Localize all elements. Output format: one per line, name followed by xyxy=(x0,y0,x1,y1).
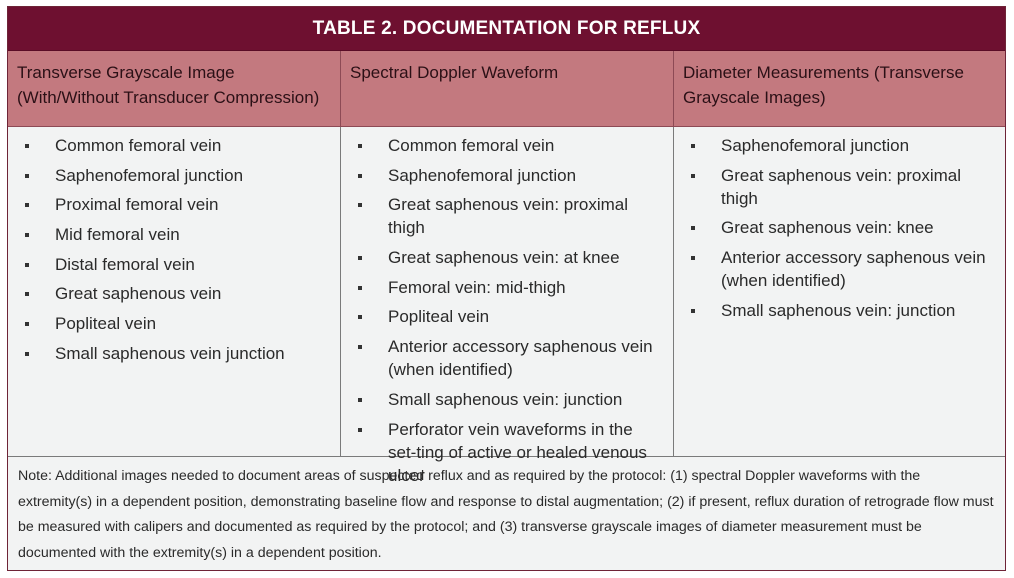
list-item: Saphenofemoral junction xyxy=(341,164,673,187)
bullet-icon xyxy=(691,256,695,261)
list-item-text: Common femoral vein xyxy=(388,136,555,155)
list-item-text: Great saphenous vein xyxy=(55,284,222,304)
column-cell-grayscale: Common femoral vein Saphenofemoral junct… xyxy=(8,127,341,456)
bullet-icon xyxy=(691,308,695,313)
item-list: Common femoral vein Saphenofemoral junct… xyxy=(8,134,340,365)
list-item: Popliteal vein xyxy=(8,312,340,335)
bullet-icon xyxy=(25,292,29,297)
list-item: Great saphenous vein: proximal thigh xyxy=(674,164,1005,210)
list-item-text: Small saphenous vein: junction xyxy=(721,300,956,320)
list-item-text: Proximal femoral vein xyxy=(55,195,219,215)
column-header-diameter: Diameter Measurements (Transverse Graysc… xyxy=(674,51,1005,126)
bullet-icon xyxy=(358,173,362,178)
list-item: Saphenofemoral junction xyxy=(8,164,340,187)
list-item-text: Popliteal vein xyxy=(55,314,157,334)
bullet-icon xyxy=(25,322,29,327)
list-item: Small saphenous vein: junction xyxy=(674,299,1005,322)
list-item: Common femoral vein xyxy=(8,134,340,157)
list-item: Great saphenous vein: proximal thigh xyxy=(341,193,673,239)
column-header-line: (With/Without Transducer Compression) xyxy=(17,88,320,107)
column-cell-diameter: Saphenofemoral junction Great saphenous … xyxy=(674,127,1005,456)
list-item-text: Great saphenous vein: at knee xyxy=(388,248,620,268)
column-header-doppler: Spectral Doppler Waveform xyxy=(341,51,674,126)
bullet-icon xyxy=(25,203,29,208)
list-item-text: Common femoral vein xyxy=(55,136,222,155)
list-item-text: Mid femoral vein xyxy=(55,225,180,245)
list-item: Mid femoral vein xyxy=(8,223,340,246)
bullet-icon xyxy=(358,144,362,148)
bullet-icon xyxy=(358,256,362,261)
list-item: Proximal femoral vein xyxy=(8,193,340,216)
table-title: TABLE 2. DOCUMENTATION FOR REFLUX xyxy=(8,7,1005,51)
column-cell-doppler: Common femoral vein Saphenofemoral junct… xyxy=(341,127,674,485)
list-item-text: Femoral vein: mid-thigh xyxy=(388,277,566,297)
list-item-text: Saphenofemoral junction xyxy=(388,165,577,185)
list-item: Popliteal vein xyxy=(341,305,673,328)
list-item: Femoral vein: mid-thigh xyxy=(341,276,673,299)
list-item-text: Perforator vein waveforms in the set-tin… xyxy=(388,419,647,485)
table-note: Note: Additional images needed to docume… xyxy=(18,468,994,561)
bullet-icon xyxy=(358,203,362,208)
column-header-line: Diameter Measurements (Transverse xyxy=(683,63,964,82)
list-item-text: Popliteal vein xyxy=(388,307,490,327)
column-header-line: Spectral Doppler Waveform xyxy=(350,63,559,82)
list-item-text: Anterior accessory saphenous vein (when … xyxy=(721,248,986,291)
bullet-icon xyxy=(25,262,29,267)
list-item-text: Small saphenous vein junction xyxy=(55,343,285,363)
list-item-text: Small saphenous vein: junction xyxy=(388,389,623,409)
list-item: Great saphenous vein: at knee xyxy=(341,246,673,269)
reflux-documentation-table: TABLE 2. DOCUMENTATION FOR REFLUX Transv… xyxy=(7,6,1006,571)
list-item: Great saphenous vein xyxy=(8,282,340,305)
list-item: Anterior accessory saphenous vein (when … xyxy=(341,335,673,381)
column-header-line: Grayscale Images) xyxy=(683,88,826,107)
table-header-row: Transverse Grayscale Image (With/Without… xyxy=(8,51,1005,127)
list-item: Common femoral vein xyxy=(341,134,673,157)
list-item-text: Great saphenous vein: proximal thigh xyxy=(721,165,962,208)
bullet-icon xyxy=(691,144,695,148)
list-item: Small saphenous vein junction xyxy=(8,342,340,365)
bullet-icon xyxy=(358,427,362,432)
table-body-row: Common femoral vein Saphenofemoral junct… xyxy=(8,127,1005,485)
column-header-line: Transverse Grayscale Image xyxy=(17,63,235,82)
list-item: Perforator vein waveforms in the set-tin… xyxy=(341,418,673,487)
list-item: Great saphenous vein: knee xyxy=(674,216,1005,239)
list-item: Small saphenous vein: junction xyxy=(341,388,673,411)
column-header-grayscale: Transverse Grayscale Image (With/Without… xyxy=(8,51,341,126)
list-item-text: Saphenofemoral junction xyxy=(721,136,910,155)
bullet-icon xyxy=(691,173,695,178)
list-item: Distal femoral vein xyxy=(8,253,340,276)
list-item-text: Saphenofemoral junction xyxy=(55,165,244,185)
bullet-icon xyxy=(691,226,695,231)
list-item-text: Great saphenous vein: knee xyxy=(721,218,934,238)
bullet-icon xyxy=(358,397,362,402)
bullet-icon xyxy=(25,173,29,178)
bullet-icon xyxy=(25,351,29,356)
item-list: Saphenofemoral junction Great saphenous … xyxy=(674,134,1005,322)
bullet-icon xyxy=(358,315,362,320)
bullet-icon xyxy=(358,285,362,290)
list-item-text: Anterior accessory saphenous vein (when … xyxy=(388,337,653,380)
list-item: Anterior accessory saphenous vein (when … xyxy=(674,246,1005,292)
list-item-text: Distal femoral vein xyxy=(55,254,195,274)
bullet-icon xyxy=(358,345,362,350)
bullet-icon xyxy=(25,233,29,238)
list-item-text: Great saphenous vein: proximal thigh xyxy=(388,195,629,238)
item-list: Common femoral vein Saphenofemoral junct… xyxy=(341,134,673,487)
bullet-icon xyxy=(25,144,29,148)
list-item: Saphenofemoral junction xyxy=(674,134,1005,157)
